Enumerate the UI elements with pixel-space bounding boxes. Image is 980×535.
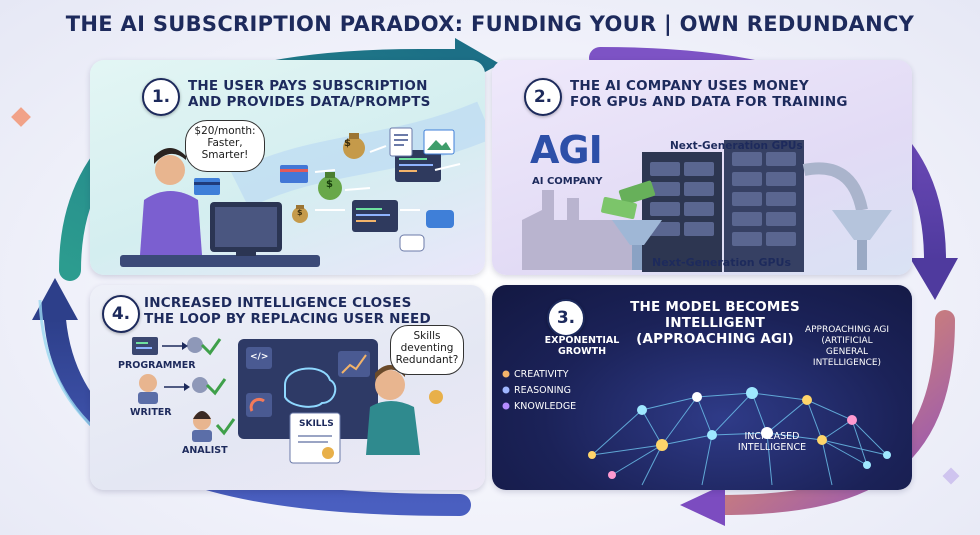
datacenter-scene bbox=[522, 140, 892, 272]
data-pipe bbox=[802, 162, 868, 212]
trait-knowledge: KNOWLEDGE bbox=[514, 401, 577, 412]
purple-arrow-head bbox=[910, 258, 958, 300]
growth-chart-icon bbox=[341, 354, 367, 374]
code-icon: </> bbox=[250, 352, 269, 362]
flow-arrows bbox=[314, 145, 461, 211]
check-icon bbox=[215, 418, 236, 436]
page-title: THE AI SUBSCRIPTION PARADOX: FUNDING YOU… bbox=[65, 12, 915, 36]
user-scene bbox=[120, 101, 485, 267]
step-number: 3. bbox=[547, 299, 585, 337]
network-nodes bbox=[588, 387, 891, 479]
credit-card-icon bbox=[194, 178, 220, 195]
chat-bubble-icon bbox=[426, 210, 454, 228]
step-number: 1. bbox=[142, 78, 180, 116]
step-title: THE MODEL BECOMES INTELLIGENT(APPROACHIN… bbox=[630, 299, 800, 347]
factory-icon bbox=[522, 190, 632, 270]
trait-icons bbox=[502, 370, 510, 410]
step-number: 2. bbox=[524, 78, 562, 116]
decor-gem bbox=[942, 467, 960, 485]
trait-creativity: CREATIVITY bbox=[514, 369, 569, 380]
money-bag-icon bbox=[318, 172, 342, 200]
company-label: AI COMPANY bbox=[532, 176, 603, 187]
step-number: 4. bbox=[102, 295, 140, 333]
user-shirt bbox=[140, 191, 202, 255]
gauge-icon bbox=[249, 397, 265, 412]
credit-card-icon bbox=[280, 165, 308, 183]
writer-avatar bbox=[139, 374, 157, 392]
laptop-icon bbox=[132, 337, 158, 355]
funnel-icon bbox=[832, 210, 892, 240]
user-shirt bbox=[366, 401, 420, 455]
check-icon bbox=[205, 378, 227, 396]
funnel-icon bbox=[612, 220, 662, 245]
role-analyst: ANALIST bbox=[182, 445, 228, 456]
worried-user-avatar bbox=[375, 370, 405, 400]
money-bag-icon bbox=[292, 205, 308, 223]
dollar-sign: $ bbox=[297, 208, 303, 217]
desk bbox=[120, 255, 320, 267]
dollar-sign: $ bbox=[344, 138, 351, 149]
agi-logo: AGI bbox=[530, 128, 603, 172]
seal-icon bbox=[322, 447, 334, 459]
cash-icon bbox=[601, 197, 637, 219]
panel-step-3: 3. THE MODEL BECOMES INTELLIGENT(APPROAC… bbox=[492, 285, 912, 490]
blue-arrow-head bbox=[32, 278, 78, 320]
certificate-title: SKILLS bbox=[299, 419, 334, 429]
document-icon bbox=[389, 127, 413, 157]
cash-icon bbox=[618, 180, 656, 206]
neural-network-globe bbox=[502, 370, 891, 486]
decor-gem bbox=[11, 107, 31, 127]
chat-bubble-icon bbox=[399, 234, 425, 252]
brain-icon bbox=[284, 367, 337, 408]
money-bag-icon bbox=[343, 133, 365, 159]
gpu-label-top: Next-Generation GPUs bbox=[670, 140, 803, 152]
dollar-sign: $ bbox=[326, 179, 333, 190]
award-icon bbox=[429, 390, 443, 404]
image-icon bbox=[423, 129, 455, 155]
robot-icon bbox=[187, 337, 203, 353]
orange-arrow-head bbox=[680, 484, 725, 526]
price-speech-bubble: $20/month:Faster,Smarter! bbox=[185, 120, 265, 172]
check-icon bbox=[200, 338, 222, 356]
trait-reasoning: REASONING bbox=[514, 385, 571, 396]
gpu-label-bottom: Next-Generation GPUs bbox=[652, 256, 792, 269]
user-avatar bbox=[155, 155, 185, 185]
gpu-server-rack bbox=[642, 140, 804, 272]
role-programmer: PROGRAMMER bbox=[118, 360, 196, 371]
role-writer: WRITER bbox=[130, 407, 172, 418]
replacement-scene bbox=[132, 337, 443, 464]
robot-icon bbox=[192, 377, 208, 393]
